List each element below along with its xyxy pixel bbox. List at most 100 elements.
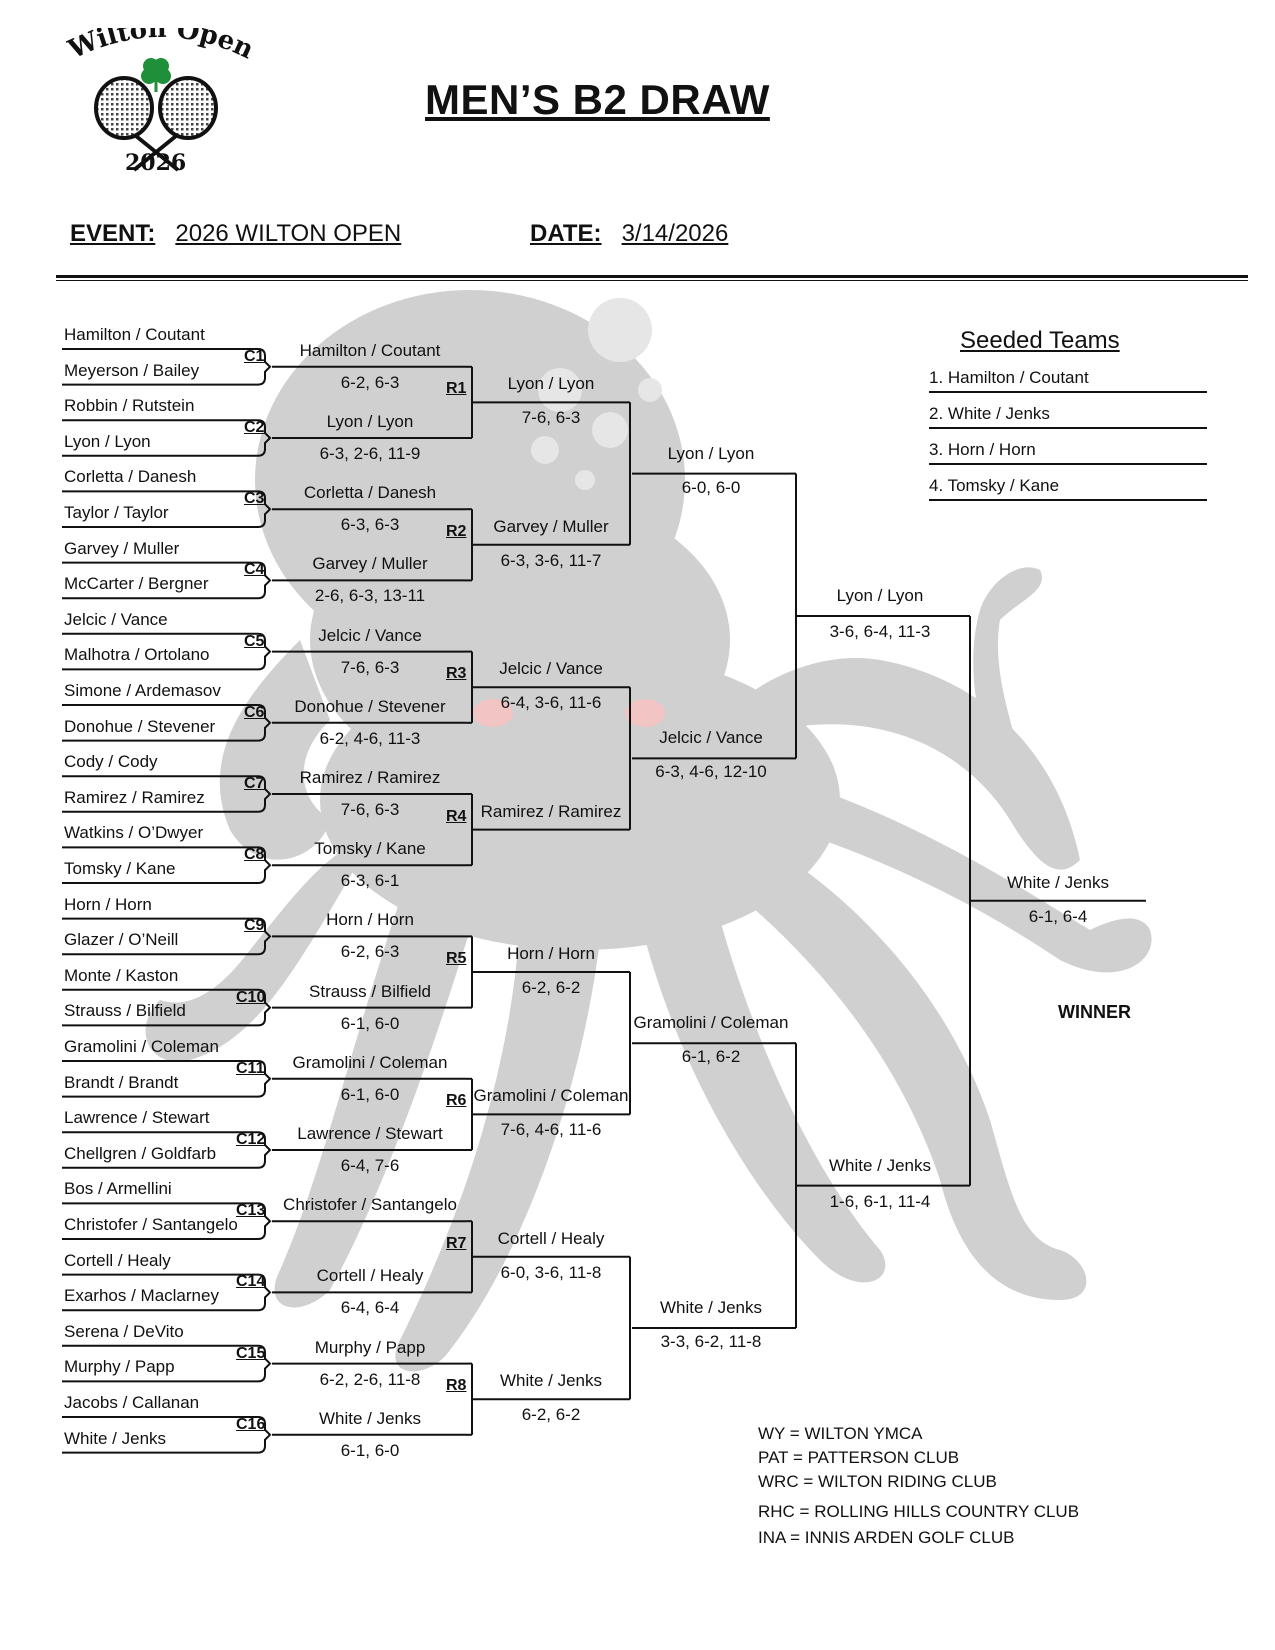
first-round-team: Monte / Kaston bbox=[64, 965, 179, 985]
second-round-team: Murphy / Papp bbox=[314, 1337, 426, 1357]
seed-underline bbox=[929, 427, 1207, 429]
first-round-team: Horn / Horn bbox=[64, 894, 152, 914]
third-round-score: 7-6, 6-3 bbox=[521, 408, 581, 428]
first-round-team: Exarhos / Maclarney bbox=[64, 1286, 219, 1306]
court-code: C10 bbox=[236, 988, 266, 1006]
round-code: R7 bbox=[446, 1234, 467, 1252]
seed-underline bbox=[929, 463, 1207, 465]
quarterfinal-team: Jelcic / Vance bbox=[659, 728, 763, 748]
court-brace bbox=[257, 561, 272, 600]
round-code: R4 bbox=[446, 807, 467, 825]
first-round-team: Lyon / Lyon bbox=[64, 431, 151, 451]
second-round-team: Ramirez / Ramirez bbox=[299, 768, 441, 787]
first-round-team: Strauss / Bilfield bbox=[64, 1001, 186, 1021]
event-value: 2026 WILTON OPEN bbox=[175, 220, 402, 247]
second-round-team: Gramolini / Coleman bbox=[292, 1052, 448, 1072]
second-round-score: 6-2, 6-3 bbox=[340, 372, 400, 392]
second-round-score: 6-1, 6-0 bbox=[340, 1440, 400, 1460]
third-round-score: 6-2, 6-2 bbox=[521, 1405, 581, 1425]
champion-team: White / Jenks bbox=[1006, 872, 1110, 892]
legend-item: WY = WILTON YMCA bbox=[758, 1424, 923, 1443]
first-round-team: Chellgren / Goldfarb bbox=[64, 1143, 217, 1163]
second-round-team: Donohue / Stevener bbox=[294, 696, 446, 716]
date-value: 3/14/2026 bbox=[621, 220, 729, 247]
quarterfinal-score: 6-3, 4-6, 12-10 bbox=[655, 762, 767, 782]
third-round-team: Cortell / Healy bbox=[497, 1228, 605, 1248]
court-code: C2 bbox=[244, 419, 265, 436]
second-round-team: Lyon / Lyon bbox=[326, 412, 414, 431]
court-code: C15 bbox=[236, 1344, 266, 1362]
court-code: C14 bbox=[236, 1273, 266, 1291]
second-round-score: 7-6, 6-3 bbox=[340, 800, 400, 819]
court-brace bbox=[257, 704, 272, 742]
second-round-score: 6-3, 6-3 bbox=[340, 515, 400, 535]
quarterfinal-team: Lyon / Lyon bbox=[667, 443, 755, 463]
court-code: C9 bbox=[244, 917, 265, 935]
round-code: R8 bbox=[446, 1377, 467, 1395]
first-round-team: Lawrence / Stewart bbox=[64, 1108, 210, 1128]
second-round-score: 6-4, 6-4 bbox=[340, 1298, 400, 1318]
first-round-team: Brandt / Brandt bbox=[64, 1072, 179, 1092]
court-code: C16 bbox=[236, 1415, 266, 1433]
round-code: R3 bbox=[446, 665, 467, 683]
first-round-team: Garvey / Muller bbox=[64, 538, 180, 558]
semifinal-team: Lyon / Lyon bbox=[836, 586, 924, 605]
first-round-team: Bos / Armellini bbox=[64, 1179, 172, 1199]
court-brace bbox=[257, 1202, 272, 1240]
third-round-team: Gramolini / Coleman bbox=[473, 1086, 629, 1106]
round-code: R6 bbox=[446, 1092, 467, 1110]
seeded-team: 2. White / Jenks bbox=[929, 404, 1050, 423]
court-code: C12 bbox=[236, 1131, 266, 1148]
third-round-team: Jelcic / Vance bbox=[499, 659, 603, 679]
first-round-team: Tomsky / Kane bbox=[64, 859, 176, 878]
court-brace bbox=[257, 490, 272, 528]
court-brace bbox=[257, 1131, 272, 1169]
winner-label: WINNER bbox=[1058, 1002, 1131, 1022]
legend-item: WRC = WILTON RIDING CLUB bbox=[758, 1472, 997, 1491]
seeded-team: 4. Tomsky / Kane bbox=[929, 476, 1060, 495]
first-round-team: Cortell / Healy bbox=[64, 1250, 171, 1270]
second-round-team: Christofer / Santangelo bbox=[283, 1195, 457, 1215]
shamrock-tennis-rackets-logo-icon: Wilton Open bbox=[66, 28, 256, 172]
seeded-team: 1. Hamilton / Coutant bbox=[929, 368, 1089, 387]
first-round-team: Robbin / Rutstein bbox=[64, 396, 195, 416]
second-round-team: Corletta / Danesh bbox=[303, 483, 437, 503]
second-round-team: Lawrence / Stewart bbox=[297, 1124, 443, 1143]
legend-item: RHC = ROLLING HILLS COUNTRY CLUB bbox=[758, 1502, 1080, 1521]
court-code: C7 bbox=[244, 775, 265, 792]
third-round-team: Lyon / Lyon bbox=[507, 374, 595, 394]
second-round-score: 6-1, 6-0 bbox=[340, 1013, 400, 1033]
semifinal-score: 3-6, 6-4, 11-3 bbox=[829, 622, 931, 641]
court-brace bbox=[257, 348, 272, 386]
first-round-team: Glazer / O’Neill bbox=[64, 930, 179, 950]
second-round-team: Strauss / Bilfield bbox=[309, 981, 431, 1001]
first-round-team: Christofer / Santangelo bbox=[64, 1215, 238, 1234]
round-code: R5 bbox=[446, 950, 467, 967]
second-round-team: Horn / Horn bbox=[326, 910, 414, 930]
quarterfinal-score: 3-3, 6-2, 11-8 bbox=[660, 1332, 762, 1351]
court-code: C3 bbox=[244, 490, 265, 508]
third-round-team: Garvey / Muller bbox=[493, 516, 609, 536]
header-divider-thin bbox=[56, 280, 1248, 281]
second-round-score: 6-3, 2-6, 11-9 bbox=[319, 444, 421, 463]
second-round-team: Garvey / Muller bbox=[312, 554, 428, 574]
seeded-teams-title: Seeded Teams bbox=[960, 327, 1120, 354]
third-round-team: White / Jenks bbox=[499, 1371, 603, 1391]
first-round-team: Jacobs / Callanan bbox=[64, 1393, 200, 1412]
court-code: C6 bbox=[244, 703, 265, 721]
court-brace bbox=[257, 846, 272, 884]
seeded-team: 3. Horn / Horn bbox=[929, 440, 1036, 459]
first-round-team: Cody / Cody bbox=[64, 752, 158, 772]
second-round-score: 6-1, 6-0 bbox=[340, 1084, 400, 1104]
court-brace bbox=[257, 917, 272, 956]
first-round-team: Serena / DeVito bbox=[64, 1321, 184, 1341]
court-code: C1 bbox=[244, 347, 265, 365]
court-brace bbox=[257, 775, 272, 813]
second-round-score: 6-4, 7-6 bbox=[340, 1156, 400, 1175]
round-code: R2 bbox=[446, 522, 467, 540]
date-line: DATE: 3/14/2026 bbox=[530, 220, 728, 248]
second-round-score: 2-6, 6-3, 13-11 bbox=[314, 586, 426, 606]
first-round-team: Corletta / Danesh bbox=[64, 467, 197, 487]
court-code: C4 bbox=[244, 561, 265, 579]
